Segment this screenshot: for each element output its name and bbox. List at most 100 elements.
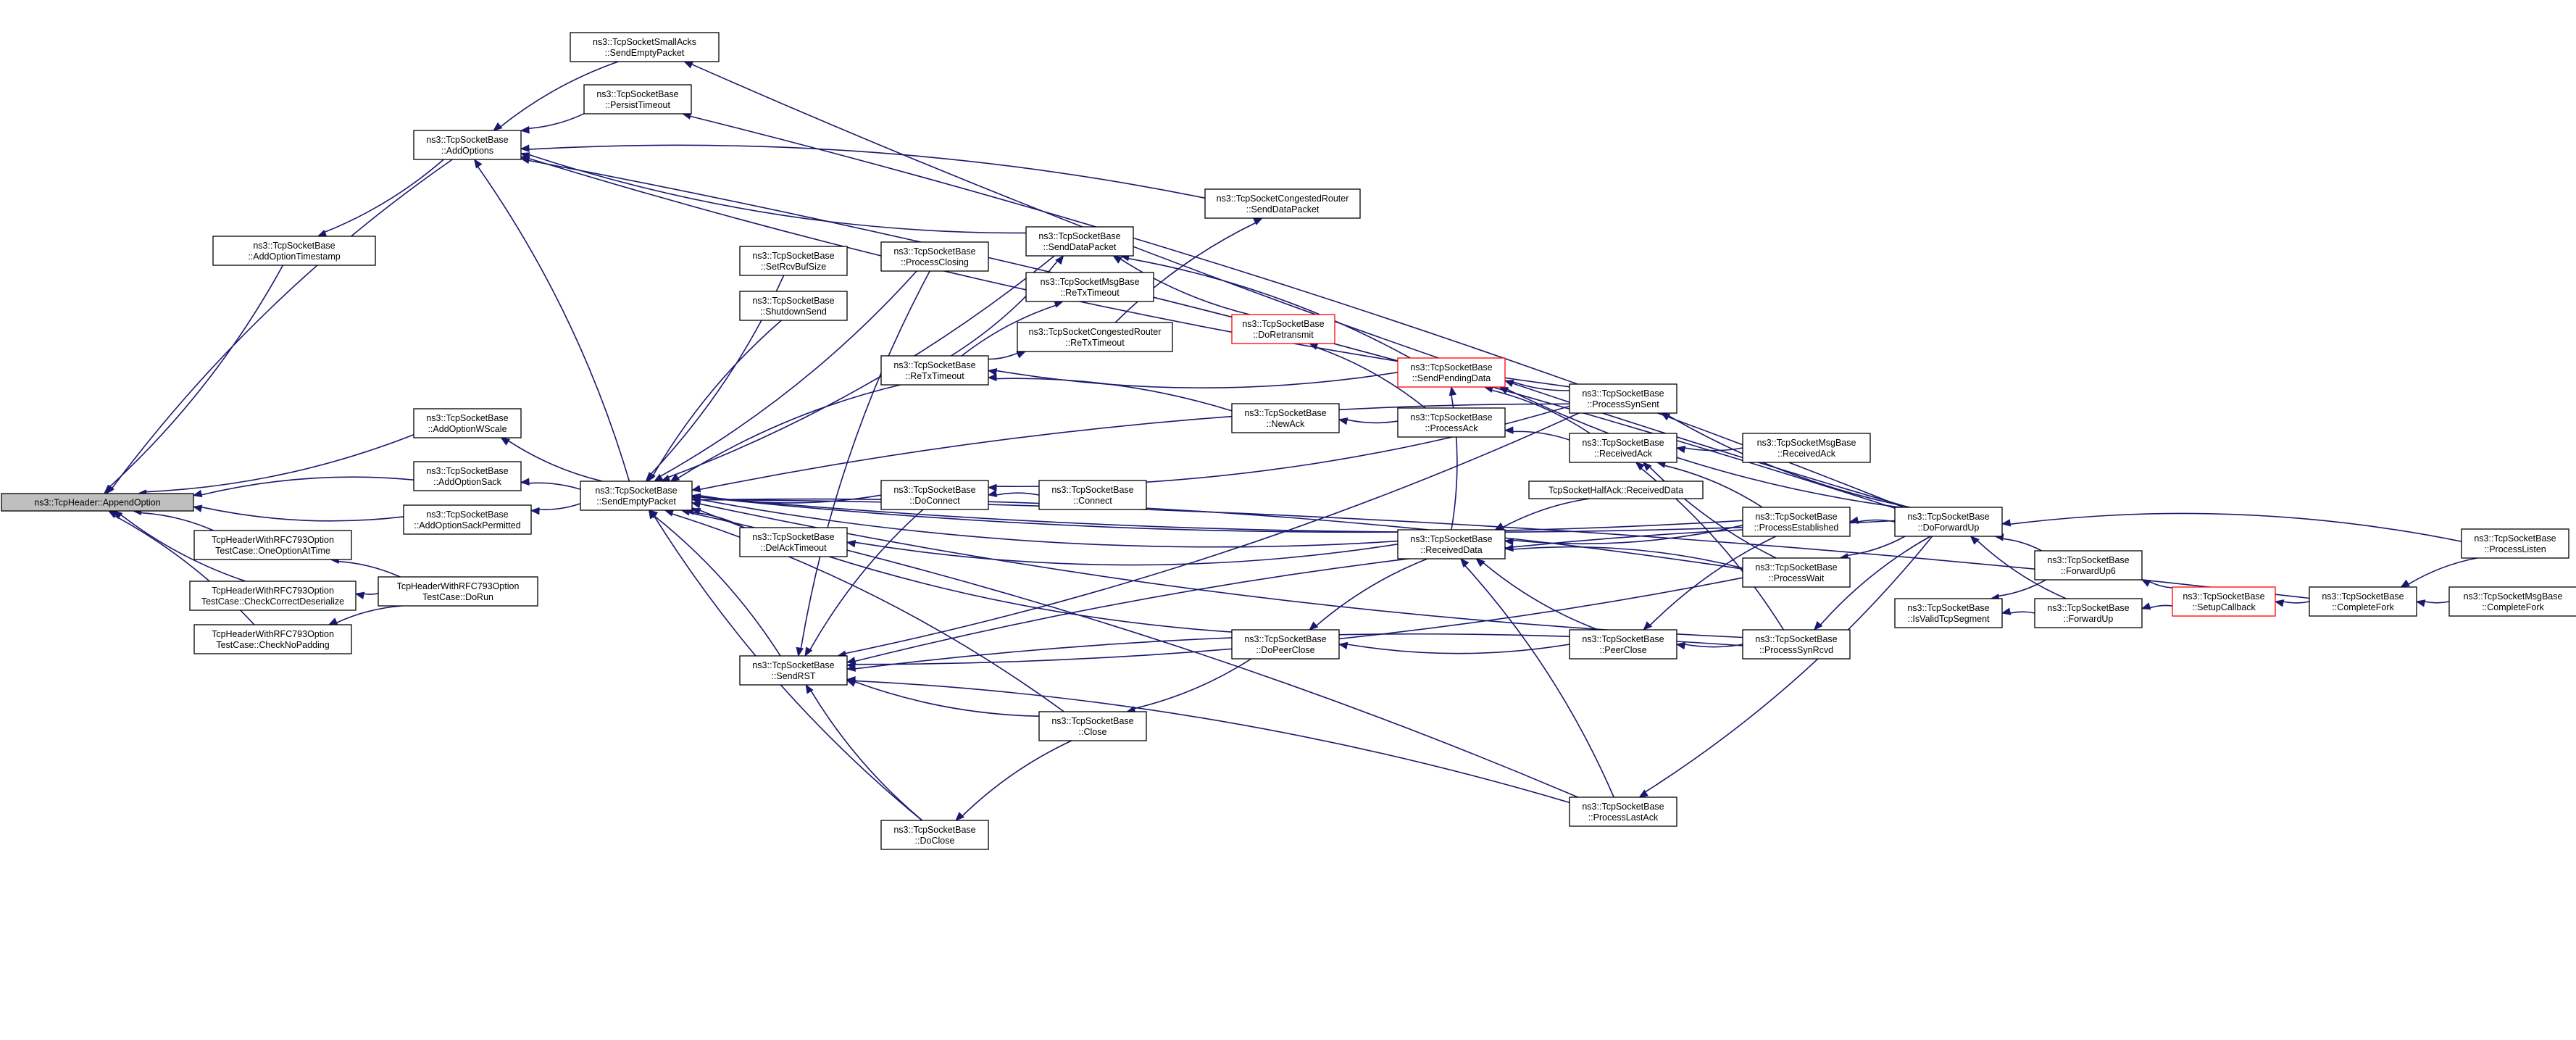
node-setupcb[interactable]: ns3::TcpSocketBase::SetupCallback <box>2172 586 2276 617</box>
edge-line <box>1483 562 1598 631</box>
edge-line <box>809 509 924 650</box>
node-label-line: ::NewAck <box>1267 419 1306 429</box>
node-delack[interactable]: ns3::TcpSocketBase::DelAckTimeout <box>739 527 848 557</box>
node-fu[interactable]: ns3::TcpSocketBase::ForwardUp <box>2034 598 2143 628</box>
node-sdp[interactable]: ns3::TcpSocketBase::SendDataPacket <box>1025 226 1134 257</box>
node-dfu[interactable]: ns3::TcpSocketBase::DoForwardUp <box>1894 507 2003 537</box>
node-aows[interactable]: ns3::TcpSocketBase::AddOptionWScale <box>413 408 522 438</box>
node-label-line: TcpHeaderWithRFC793Option <box>397 581 520 591</box>
arrowhead <box>473 158 483 169</box>
edge-line <box>1127 257 1411 359</box>
node-plisten[interactable]: ns3::TcpSocketBase::ProcessListen <box>2461 528 2569 559</box>
node-pack[interactable]: ns3::TcpSocketBase::ProcessAck <box>1397 407 1506 438</box>
arrowhead <box>493 122 503 131</box>
node-addopt[interactable]: ns3::TcpSocketBase::AddOptions <box>413 130 522 160</box>
node-pwait[interactable]: ns3::TcpSocketBase::ProcessWait <box>1742 557 1851 588</box>
edge-dfu-to-pest <box>1848 516 1896 524</box>
node-rto[interactable]: ns3::TcpSocketBase::ReTxTimeout <box>880 355 989 386</box>
node-persist[interactable]: ns3::TcpSocketBase::PersistTimeout <box>583 84 692 115</box>
node-box <box>413 408 522 438</box>
edge-sep-to-aosack <box>520 478 581 490</box>
node-label-line: ::ProcessWait <box>1769 573 1825 583</box>
node-box <box>739 527 848 557</box>
node-pest[interactable]: ns3::TcpSocketBase::ProcessEstablished <box>1742 507 1851 537</box>
edge-pclosing-to-sep <box>653 270 917 482</box>
node-box <box>1569 383 1677 414</box>
node-close[interactable]: ns3::TcpSocketBase::Close <box>1038 711 1147 741</box>
node-crrto[interactable]: ns3::TcpSocketCongestedRouter::ReTxTimeo… <box>1017 322 1173 352</box>
arrowhead <box>1504 426 1514 434</box>
edge-line <box>854 541 1399 566</box>
node-label-line: ::ProcessListen <box>2484 544 2546 554</box>
edge-close-to-srst <box>846 679 1040 717</box>
node-t2[interactable]: TcpHeaderWithRFC793OptionTestCase::Check… <box>189 581 357 611</box>
node-t3[interactable]: TcpHeaderWithRFC793OptionTestCase::Check… <box>193 624 352 654</box>
node-crsdp[interactable]: ns3::TcpSocketCongestedRouter::SendDataP… <box>1204 188 1361 219</box>
edge-rto-to-crrto <box>988 351 1027 360</box>
node-pclose[interactable]: ns3::TcpSocketBase::PeerClose <box>1569 629 1677 660</box>
edge-sdp-to-addopt <box>520 152 1027 234</box>
edge-dfu-to-plack <box>1638 536 1933 798</box>
node-dpclose[interactable]: ns3::TcpSocketBase::DoPeerClose <box>1231 629 1340 660</box>
arrowhead <box>1504 380 1514 387</box>
node-box <box>1742 557 1851 588</box>
node-sshut[interactable]: ns3::TcpSocketBase::ShutdownSend <box>739 291 848 321</box>
node-cfork[interactable]: ns3::TcpSocketBase::CompleteFork <box>2309 586 2417 617</box>
node-box <box>2034 550 2143 581</box>
node-srst[interactable]: ns3::TcpSocketBase::SendRST <box>739 655 848 686</box>
node-t1[interactable]: TcpHeaderWithRFC793OptionTestCase::OneOp… <box>193 530 352 560</box>
node-label-line: ns3::TcpSocketBase <box>1582 388 1664 399</box>
node-sep[interactable]: ns3::TcpSocketBase::SendEmptyPacket <box>580 481 693 511</box>
node-aosp[interactable]: ns3::TcpSocketBase::AddOptionSackPermitt… <box>403 504 532 535</box>
arrowhead <box>691 495 701 504</box>
edge-pss-to-sep <box>691 403 1570 493</box>
node-label-line: ::ProcessClosing <box>901 257 969 267</box>
node-label-line: ::ReceivedData <box>1420 545 1483 555</box>
node-sack_sep[interactable]: ns3::TcpSocketSmallAcks::SendEmptyPacket <box>570 32 720 62</box>
node-doclose[interactable]: ns3::TcpSocketBase::DoClose <box>880 820 989 850</box>
edge-persist-to-addopt <box>520 113 585 134</box>
node-label-line: ns3::TcpSocketBase <box>2047 603 2129 613</box>
node-mrack[interactable]: ns3::TcpSocketMsgBase::ReceivedAck <box>1742 433 1871 463</box>
node-srcv[interactable]: ns3::TcpSocketBase::SetRcvBufSize <box>739 246 848 276</box>
node-mcfork[interactable]: ns3::TcpSocketMsgBase::CompleteFork <box>2448 586 2576 617</box>
node-half[interactable]: TcpSocketHalfAck::ReceivedData <box>1528 481 1704 499</box>
node-conn[interactable]: ns3::TcpSocketBase::Connect <box>1038 480 1147 510</box>
arrowhead <box>683 61 694 69</box>
node-label-line: ns3::TcpSocketCongestedRouter <box>1217 194 1349 204</box>
node-box <box>2034 598 2143 628</box>
node-box <box>403 504 532 535</box>
node-pclosing[interactable]: ns3::TcpSocketBase::ProcessClosing <box>880 241 989 272</box>
node-newack[interactable]: ns3::TcpSocketBase::NewAck <box>1231 403 1340 433</box>
node-spd[interactable]: ns3::TcpSocketBase::SendPendingData <box>1397 357 1506 388</box>
node-aots[interactable]: ns3::TcpSocketBase::AddOptionTimestamp <box>212 236 376 266</box>
node-box <box>1025 226 1134 257</box>
edge-dfu-to-sack_sep <box>683 61 1909 508</box>
node-doconn[interactable]: ns3::TcpSocketBase::DoConnect <box>880 480 989 510</box>
node-aosack[interactable]: ns3::TcpSocketBase::AddOptionSack <box>413 461 522 491</box>
edge-newack-to-rto <box>987 373 1233 412</box>
node-label-line: ::ReTxTimeout <box>1060 288 1120 298</box>
node-box <box>1204 188 1361 219</box>
node-mrto[interactable]: ns3::TcpSocketMsgBase::ReTxTimeout <box>1025 272 1154 302</box>
edge-aots-to-append <box>103 265 284 494</box>
node-rack[interactable]: ns3::TcpSocketBase::ReceivedAck <box>1569 433 1677 463</box>
node-box <box>2309 586 2417 617</box>
node-psrcvd[interactable]: ns3::TcpSocketBase::ProcessSynRcvd <box>1742 629 1851 660</box>
node-rdata[interactable]: ns3::TcpSocketBase::ReceivedData <box>1397 529 1506 559</box>
node-plack[interactable]: ns3::TcpSocketBase::ProcessLastAck <box>1569 796 1677 827</box>
node-pss[interactable]: ns3::TcpSocketBase::ProcessSynSent <box>1569 383 1677 414</box>
node-append[interactable]: ns3::TcpHeader::AppendOption <box>1 493 194 512</box>
node-dortx[interactable]: ns3::TcpSocketBase::DoRetransmit <box>1231 314 1335 344</box>
node-box <box>739 291 848 321</box>
node-label-line: TestCase::DoRun <box>422 592 493 602</box>
node-label-line: ns3::TcpSocketBase <box>1755 634 1837 644</box>
edge-dfu-to-psrcvd <box>1814 536 1931 631</box>
edge-line <box>1464 565 1614 798</box>
node-label-line: ::SendDataPacket <box>1043 242 1117 252</box>
node-isvalid[interactable]: ns3::TcpSocketBase::IsValidTcpSegment <box>1894 598 2003 628</box>
edge-pwait-to-rdata <box>1504 544 1743 569</box>
arrowhead <box>520 156 530 165</box>
node-fu6[interactable]: ns3::TcpSocketBase::ForwardUp6 <box>2034 550 2143 581</box>
